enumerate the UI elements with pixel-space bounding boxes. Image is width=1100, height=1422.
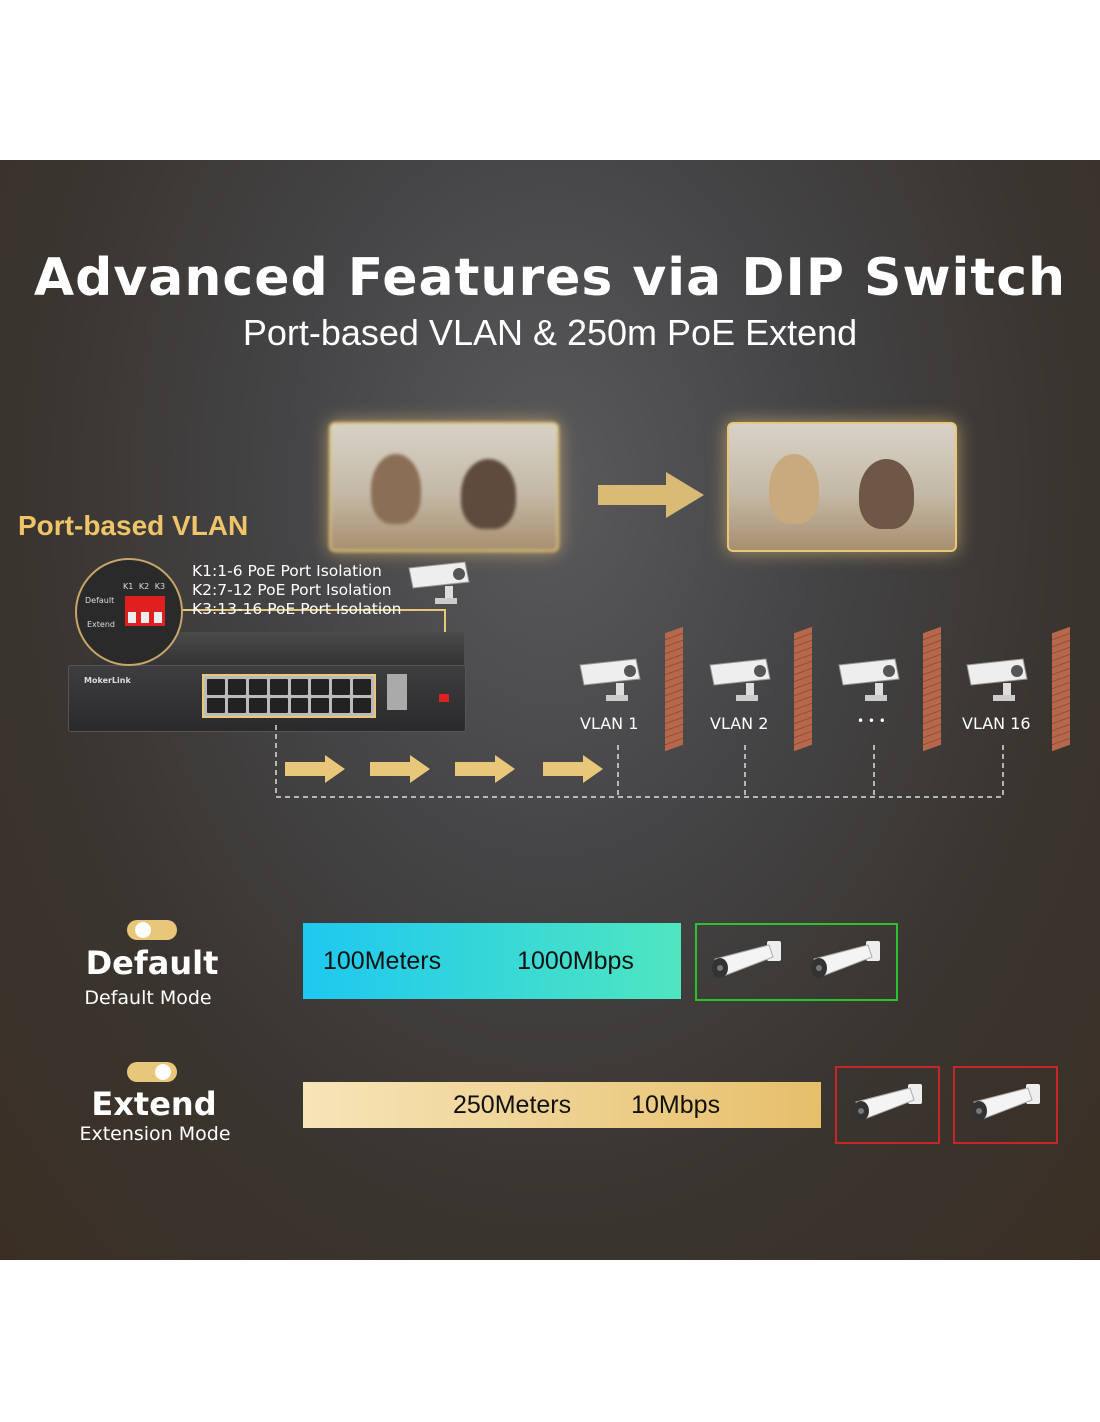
arrow-right-icon [598,472,704,518]
vlan2-camera-icon [706,655,776,705]
isolation-line-k1: K1:1-6 PoE Port Isolation [192,562,382,580]
bullet-camera-icon [848,1080,928,1130]
default-speed: 1000Mbps [517,946,634,975]
vlan-label-ellipsis: • • • [857,714,886,728]
wall-icon [794,626,812,752]
bullet-camera-icon [966,1080,1046,1130]
clear-photo [727,422,957,552]
vlan-label-2: VLAN 2 [710,714,769,733]
dip-extend-label: Extend [87,620,115,629]
uplink-ports [387,674,407,710]
isolation-line-k2: K2:7-12 PoE Port Isolation [192,581,392,599]
page-title: Advanced Features via DIP Switch [33,248,1067,308]
extend-toggle-icon [127,1062,177,1082]
vlan1-camera-icon [576,655,646,705]
pixelated-photo [329,422,559,552]
extend-speed-bar: 250Meters 10Mbps [303,1082,821,1128]
vlan-label-16: VLAN 16 [962,714,1031,733]
extend-mode-subtitle: Extension Mode [79,1123,231,1145]
vlan-flow-lines [275,725,1004,798]
infographic-panel: Advanced Features via DIP Switch Port-ba… [0,160,1100,1260]
switch-brand: MokerLink [84,676,131,685]
bullet-camera-icon [806,937,886,987]
wall-icon [1052,626,1070,752]
default-mode-subtitle: Default Mode [84,987,212,1009]
isolation-lines: K1:1-6 PoE Port Isolation K2:7-12 PoE Po… [192,562,402,619]
page-subtitle: Port-based VLAN & 250m PoE Extend [242,312,858,353]
vlan-heading: Port-based VLAN [18,510,249,541]
default-mode-title: Default [85,944,219,982]
vlan-more-camera-icon [835,655,905,705]
isolation-line-k3: K3:13-16 PoE Port Isolation [192,600,402,618]
extend-camera-box-2 [953,1066,1058,1144]
default-toggle-icon [127,920,177,940]
vlan16-camera-icon [963,655,1033,705]
extend-mode-title: Extend [91,1085,217,1123]
dip-keys: K1 K2 K3 [123,582,166,591]
vlan-label-1: VLAN 1 [580,714,639,733]
default-speed-bar: 100Meters 1000Mbps [303,923,681,999]
extend-speed: 10Mbps [631,1090,721,1119]
dip-switch-small [439,694,449,702]
wall-icon [665,626,683,752]
dip-default-label: Default [85,596,115,605]
default-distance: 100Meters [323,946,442,975]
extend-camera-box-1 [835,1066,940,1144]
dip-switch-red [125,596,165,626]
extend-distance: 250Meters [453,1090,572,1119]
default-camera-box [695,923,898,1001]
bullet-camera-icon [707,937,787,987]
dip-switch-closeup: K1 K2 K3 Default Extend [75,558,183,666]
wall-icon [923,626,941,752]
poe-ports [202,674,376,718]
